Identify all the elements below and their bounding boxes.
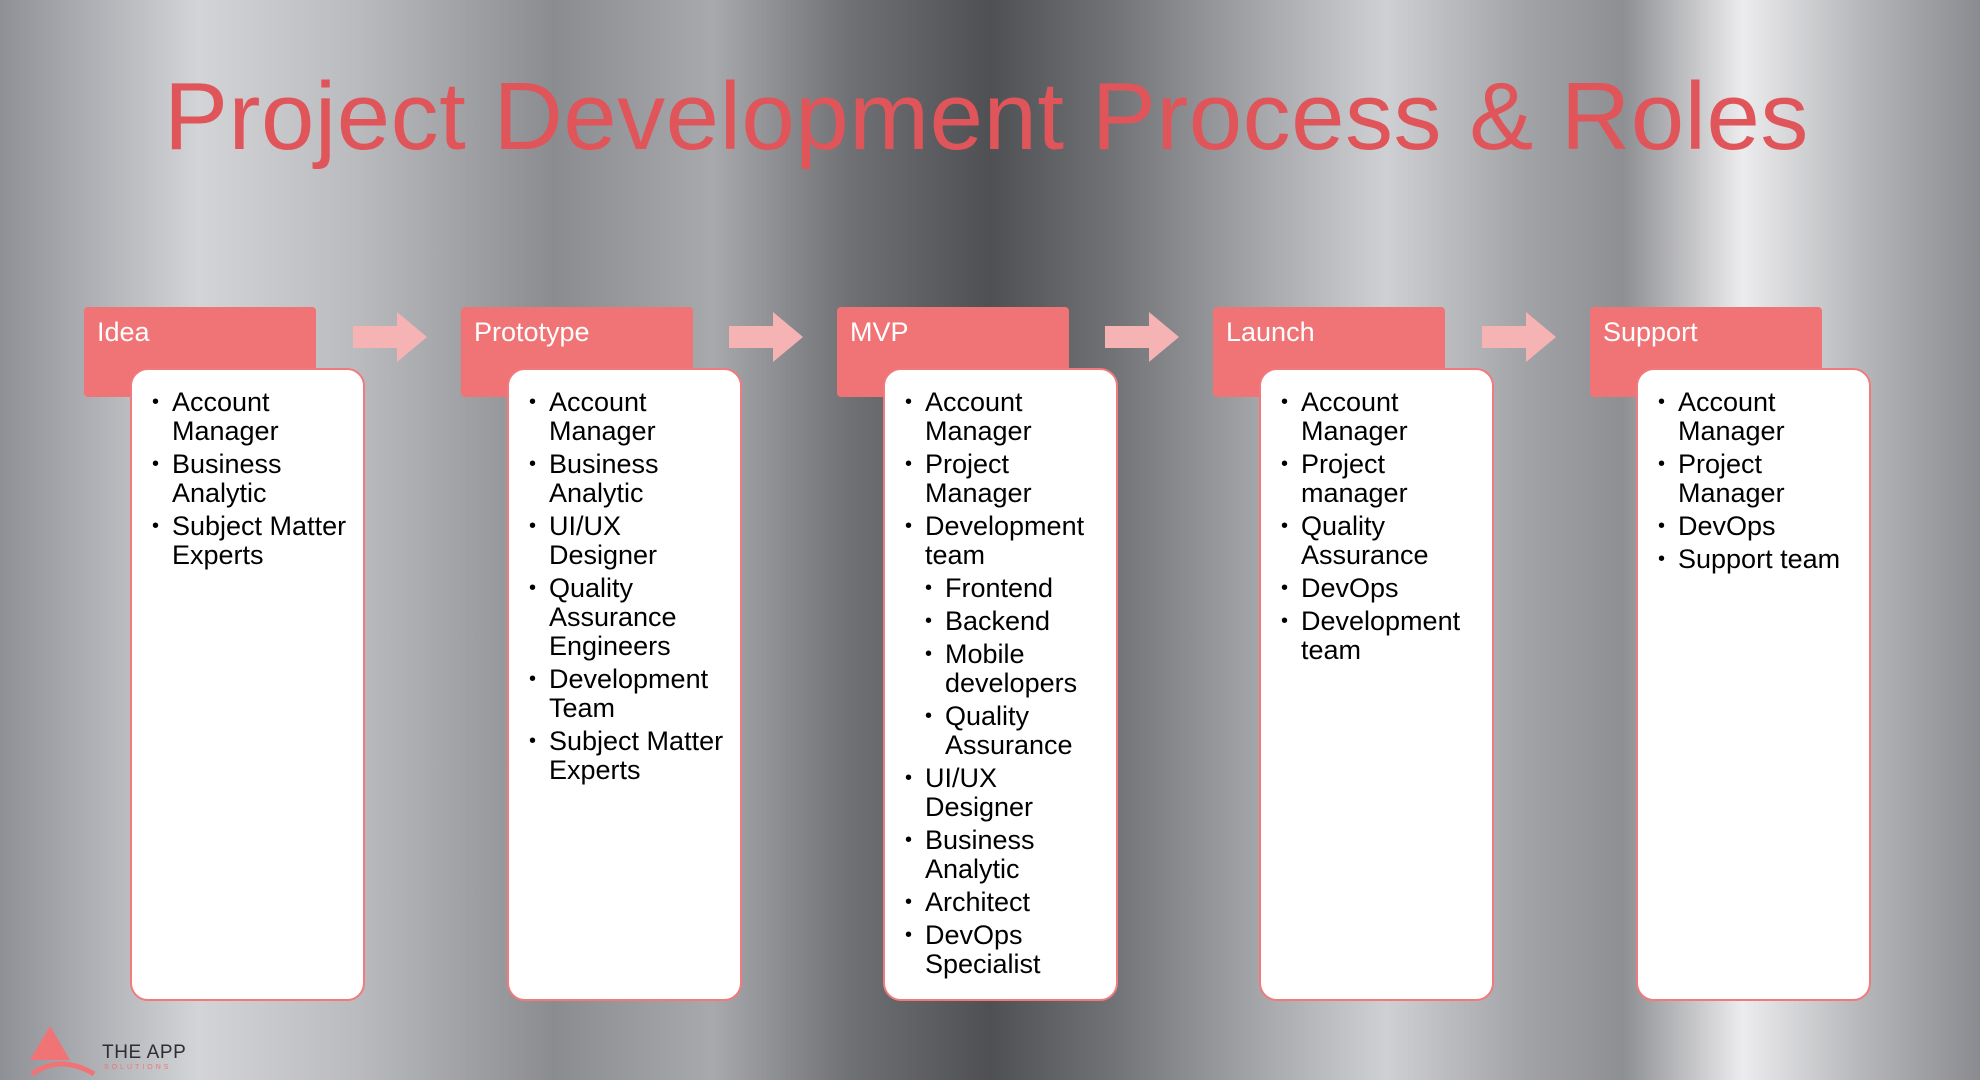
role-list: Account ManagerProject ManagerDevOpsSupp… [1658, 388, 1861, 575]
stage-support: Support Account ManagerProject ManagerDe… [1590, 307, 1950, 1002]
stage-roles-box: Account ManagerBusiness AnalyticSubject … [130, 368, 365, 1001]
role-item: DevOps [1281, 574, 1484, 604]
triangle-logo-icon [30, 1026, 96, 1076]
stage-roles-box: Account ManagerProject ManagerDevelopmen… [883, 368, 1118, 1001]
role-item: Quality Assurance [1281, 512, 1484, 570]
stage-header-launch: Launch [1213, 307, 1445, 397]
role-item: DevOps Specialist [905, 921, 1108, 979]
role-item: Project Manager [905, 450, 1108, 508]
role-item: Business Analytic [905, 826, 1108, 884]
role-item: Subject Matter Experts [152, 512, 355, 570]
role-item: Account Manager [1658, 388, 1861, 446]
role-item: Development team [1281, 607, 1484, 665]
role-item: Business Analytic [529, 450, 732, 508]
logo-name: THE APP [102, 1042, 187, 1063]
role-sub-item: Frontend [925, 574, 1108, 604]
stage-prototype: Prototype Account ManagerBusiness Analyt… [461, 307, 821, 1002]
role-sub-item: Backend [925, 607, 1108, 637]
logo-subtitle: SOLUTIONS [104, 1064, 172, 1071]
role-sub-item: Quality Assurance [925, 702, 1108, 760]
stage-roles-box: Account ManagerProject ManagerDevOpsSupp… [1636, 368, 1871, 1001]
role-item: Account Manager [905, 388, 1108, 446]
role-item: UI/UX Designer [529, 512, 732, 570]
role-item: Account Manager [529, 388, 732, 446]
company-logo: THE APP SOLUTIONS [30, 1022, 200, 1076]
role-item: Development Team [529, 665, 732, 723]
role-item: Support team [1658, 545, 1861, 575]
role-item: Architect [905, 888, 1108, 918]
flow-arrow-icon [1482, 312, 1556, 362]
stage-mvp: MVP Account ManagerProject ManagerDevelo… [837, 307, 1197, 1002]
stage-roles-box: Account ManagerBusiness AnalyticUI/UX De… [507, 368, 742, 1001]
role-list: Account ManagerProject ManagerDevelopmen… [905, 388, 1108, 979]
stage-launch: Launch Account ManagerProject managerQua… [1213, 307, 1573, 1002]
role-list: Account ManagerBusiness AnalyticSubject … [152, 388, 355, 570]
flow-arrow-icon [1105, 312, 1179, 362]
role-item: Quality Assurance Engineers [529, 574, 732, 661]
role-item: Development team [905, 512, 1108, 570]
role-item: Account Manager [152, 388, 355, 446]
role-list: Account ManagerProject managerQuality As… [1281, 388, 1484, 665]
role-item: Project manager [1281, 450, 1484, 508]
stage-idea: Idea Account ManagerBusiness AnalyticSub… [84, 307, 444, 1002]
role-item: Account Manager [1281, 388, 1484, 446]
stage-roles-box: Account ManagerProject managerQuality As… [1259, 368, 1494, 1001]
role-item: DevOps [1658, 512, 1861, 542]
flow-arrow-icon [729, 312, 803, 362]
role-list: Account ManagerBusiness AnalyticUI/UX De… [529, 388, 732, 785]
role-item: Business Analytic [152, 450, 355, 508]
role-item: Subject Matter Experts [529, 727, 732, 785]
role-item: UI/UX Designer [905, 764, 1108, 822]
page-title: Project Development Process & Roles [164, 63, 1809, 170]
flow-arrow-icon [353, 312, 427, 362]
role-sub-item: Mobile developers [925, 640, 1108, 698]
role-item: Project Manager [1658, 450, 1861, 508]
